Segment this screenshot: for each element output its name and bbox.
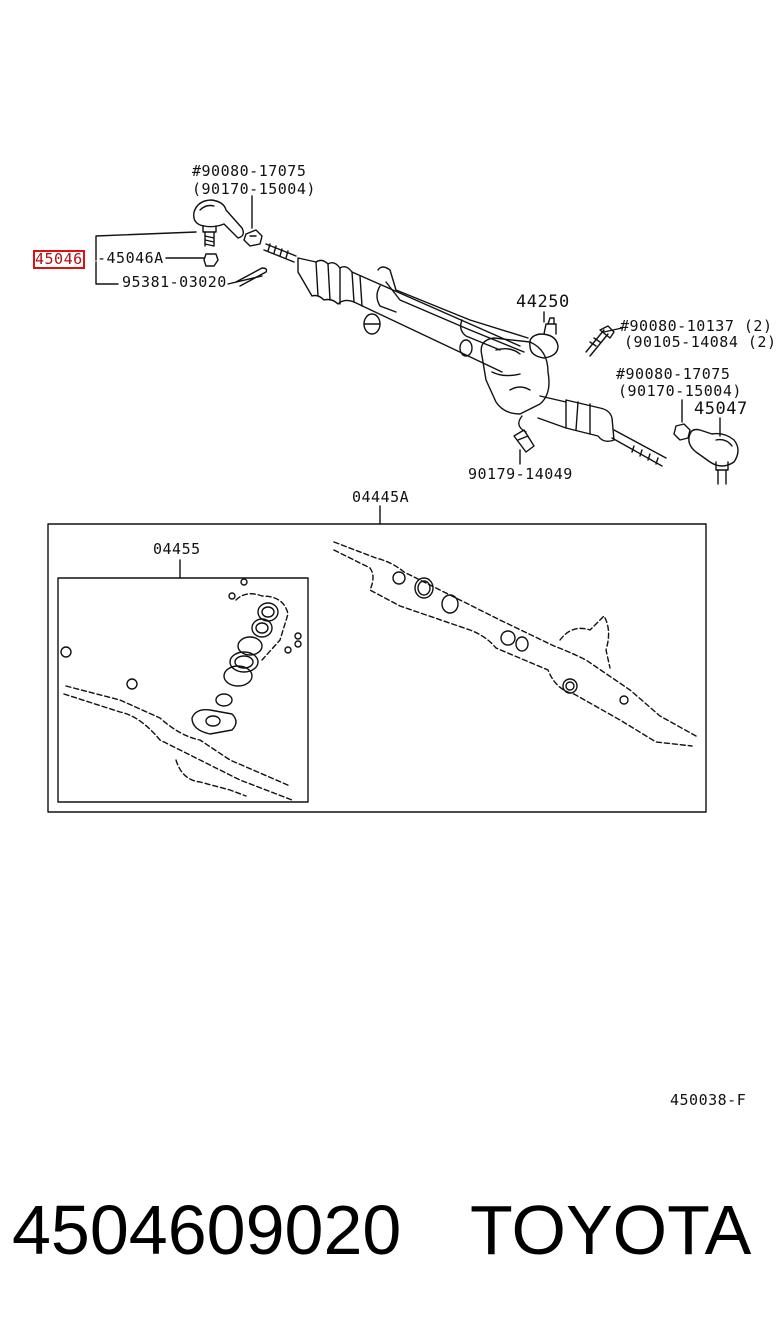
- label-bolt-right: #90080-10137 (2): [620, 317, 773, 335]
- label-nut-right-alt: (90170-15004): [618, 382, 742, 400]
- label-clip: 90179-14049: [468, 465, 573, 483]
- label-bolt-top-alt: (90170-15004): [192, 180, 316, 198]
- label-pinion: 44250: [516, 292, 570, 312]
- label-cotter-pin: 95381-03020: [122, 273, 227, 291]
- parts-diagram: [47, 195, 739, 813]
- label-bolt-top: #90080-17075: [192, 162, 307, 180]
- label-bolt-right-alt: (90105-14084 (2): [624, 333, 777, 351]
- label-tie-rod-end-sub: -45046A: [97, 249, 164, 267]
- cotter-pin: [235, 267, 268, 287]
- tie-rod-end-right: [688, 428, 739, 485]
- tie-rod-end-left: [193, 199, 245, 247]
- rack-kit-seals: [392, 571, 629, 705]
- rack-kit-outline: [333, 541, 697, 747]
- label-diagram-code: 450038-F: [670, 1091, 747, 1109]
- label-nut-right: #90080-17075: [616, 365, 731, 383]
- footer-brand: TOYOTA: [470, 1191, 752, 1269]
- label-rack-kit: 04445A: [352, 488, 410, 506]
- bolt-right: [585, 325, 615, 357]
- gasket-kit-outline: [63, 593, 293, 801]
- callout-bracket: [95, 231, 263, 285]
- castle-nut-left: [243, 229, 263, 247]
- rack-assembly: [263, 243, 667, 467]
- gasket-kit-parts: [60, 578, 302, 735]
- label-gasket-kit: 04455: [153, 540, 201, 558]
- nut-small: [203, 253, 219, 267]
- gasket-kit-box: [57, 577, 309, 803]
- label-tie-rod-end-right: 45047: [694, 399, 748, 419]
- label-tie-rod-end-highlight[interactable]: 45046: [33, 250, 85, 269]
- clip: [513, 429, 535, 453]
- rack-kit-box: [47, 523, 707, 813]
- castle-nut-right: [673, 423, 691, 441]
- footer-part-number: 4504609020: [12, 1191, 402, 1269]
